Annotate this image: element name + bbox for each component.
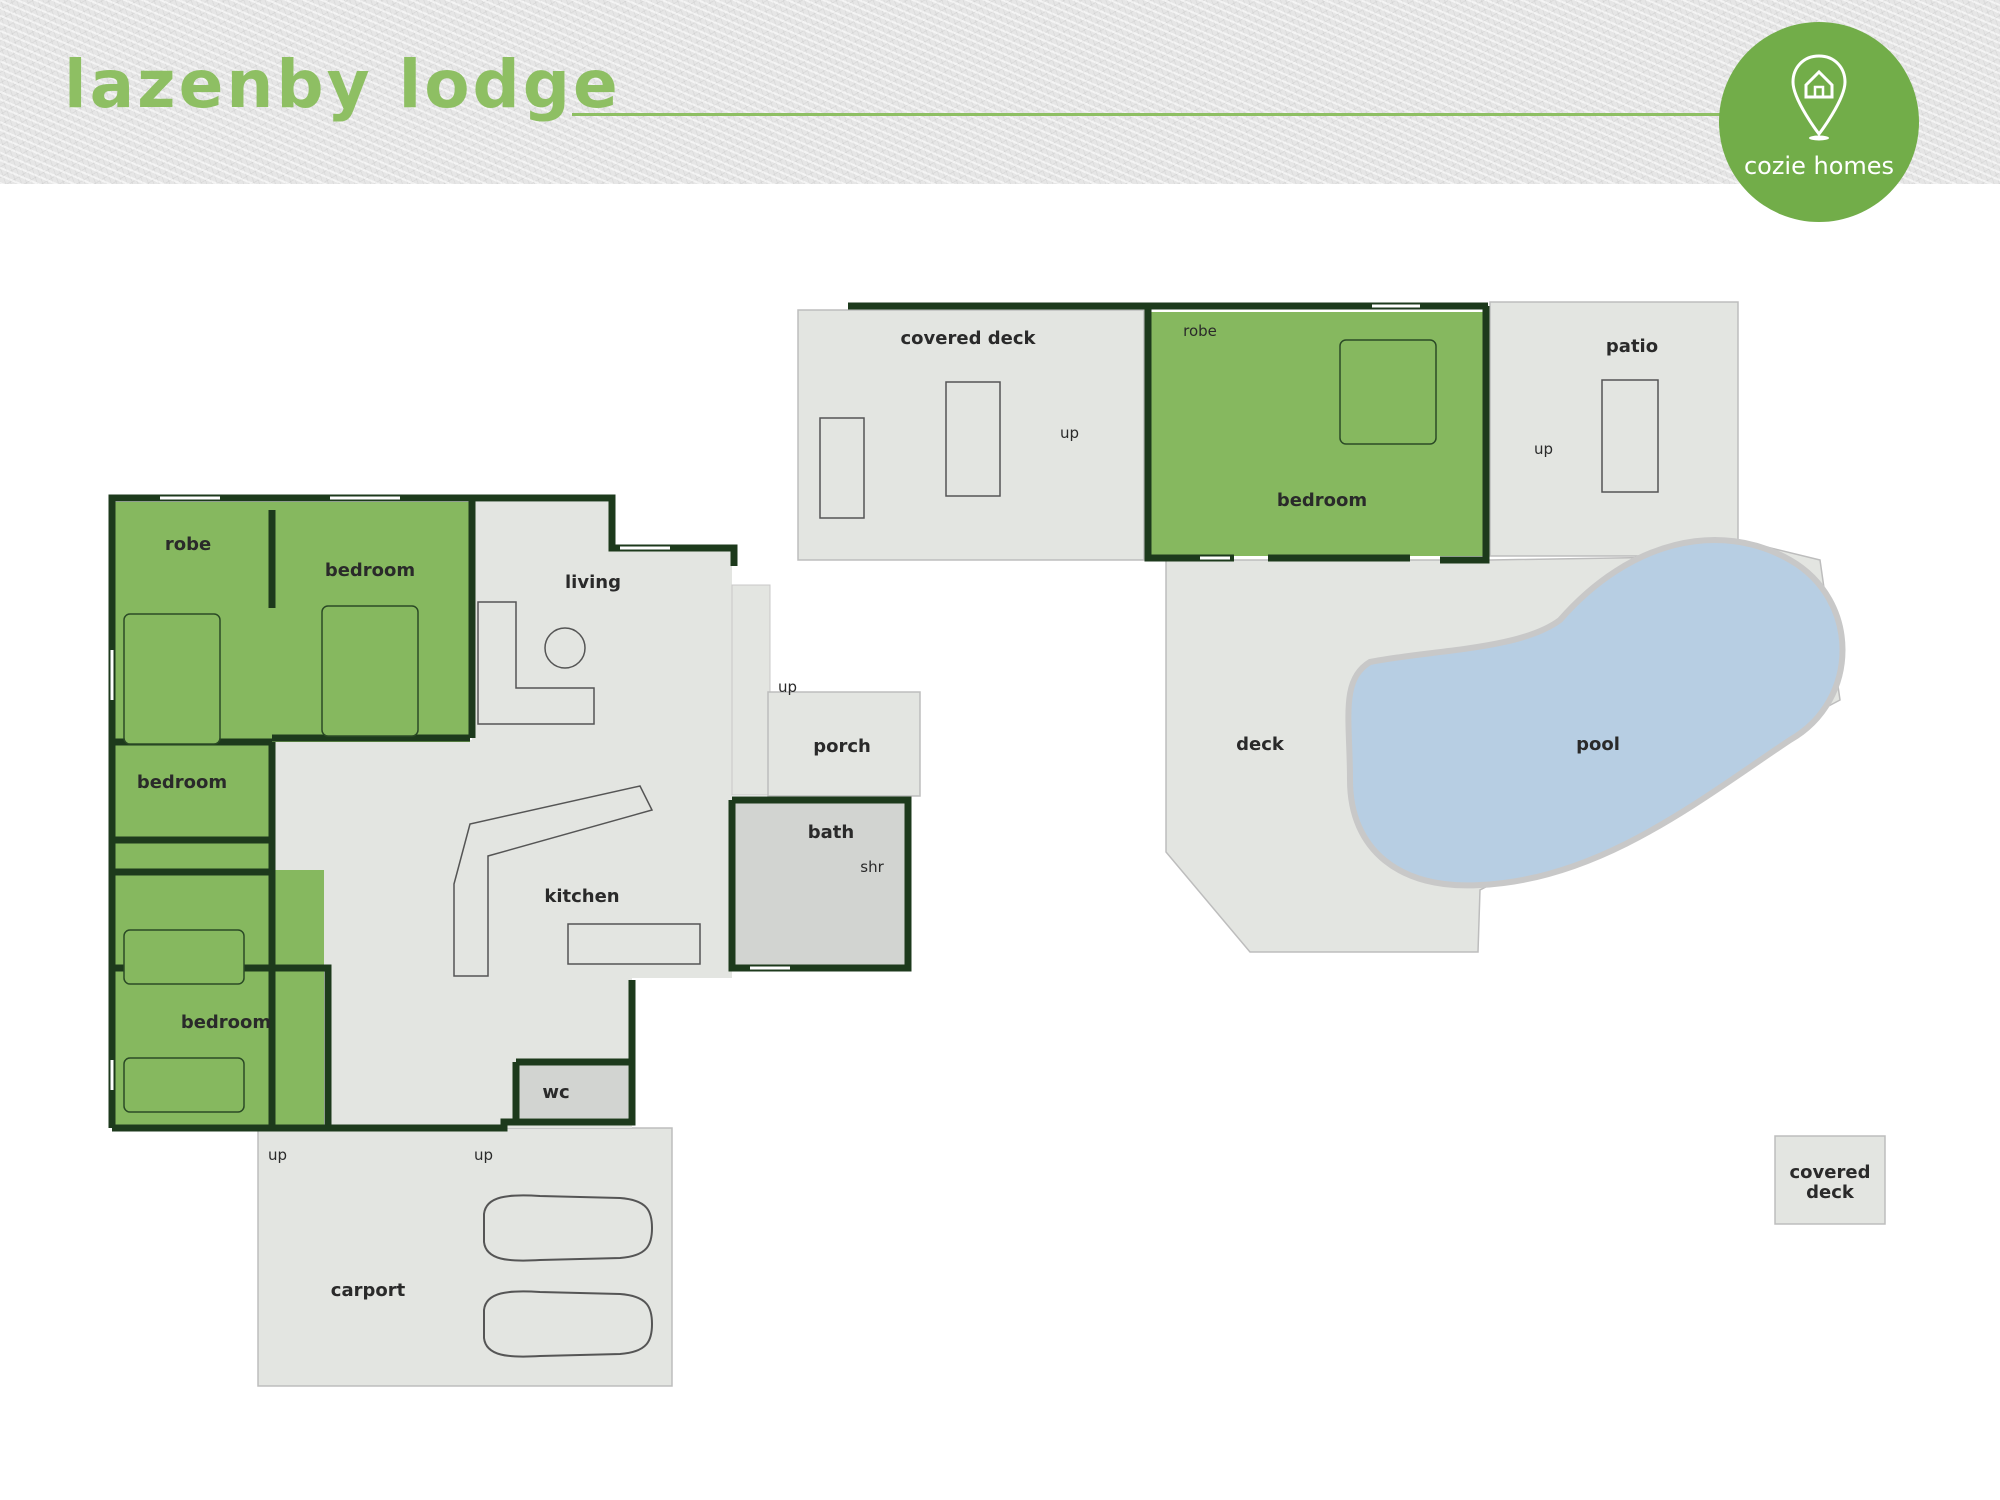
furniture	[123, 339, 1437, 1113]
living-furniture	[453, 379, 1659, 977]
title-underline	[572, 113, 1722, 116]
room-labels: robe bedroom living bedroom porch bath s…	[137, 322, 1871, 1301]
covered-deck-small-label-1: covered	[1790, 1162, 1871, 1183]
stair-labels: up up up up up	[268, 424, 1553, 1164]
patio-label: patio	[1606, 336, 1658, 357]
carport-label: carport	[331, 1280, 406, 1301]
car-icons	[483, 1194, 654, 1358]
page-title: lazenby lodge	[64, 46, 621, 123]
porch-stair-label: up	[778, 678, 797, 696]
porch-label: porch	[813, 736, 871, 757]
shower-label: shr	[860, 858, 884, 876]
bedroom-top-label: bedroom	[325, 560, 415, 581]
home-pin-icon	[1791, 54, 1847, 141]
bedroom-left-label: bedroom	[137, 772, 227, 793]
bedroom-bottom-label: bedroom	[181, 1012, 271, 1033]
windows	[110, 304, 1420, 1090]
header-banner: lazenby lodge cozie homes	[0, 0, 2000, 222]
bedroom-studio-label: bedroom	[1277, 490, 1367, 511]
kitchen-label: kitchen	[544, 886, 619, 907]
wc-label: wc	[542, 1082, 569, 1103]
deck-label: deck	[1236, 734, 1285, 755]
patio-stair-label: up	[1534, 440, 1553, 458]
covered-deck-small-label-2: deck	[1806, 1182, 1855, 1203]
carport-stair-left-label: up	[268, 1146, 287, 1164]
bath-label: bath	[808, 822, 854, 843]
living-label: living	[565, 572, 621, 593]
brand-logo[interactable]: cozie homes	[1719, 22, 1919, 222]
carport-stair-right-label: up	[474, 1146, 493, 1164]
covered-deck-label: covered deck	[901, 328, 1037, 349]
walls	[108, 302, 1490, 1132]
robe-label: robe	[165, 534, 211, 555]
brand-name: cozie homes	[1743, 152, 1895, 180]
covered-deck-stair-label: up	[1060, 424, 1079, 442]
robe-studio-label: robe	[1183, 322, 1217, 340]
pool-label: pool	[1576, 734, 1620, 755]
